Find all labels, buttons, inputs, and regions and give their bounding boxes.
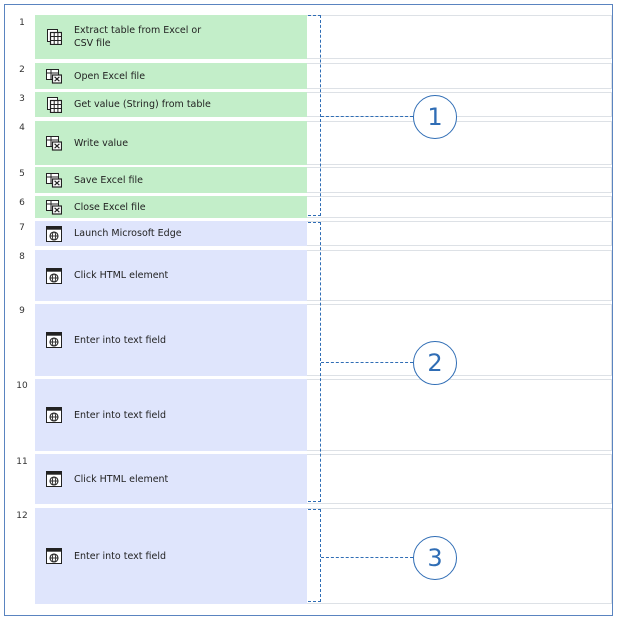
step-number: 9 xyxy=(19,306,25,316)
browser-window-icon xyxy=(46,471,62,487)
row-line xyxy=(307,92,612,117)
step-label: Launch Microsoft Edge xyxy=(74,228,182,239)
step-label: Click HTML element xyxy=(74,473,169,485)
step-write-value[interactable]: Write value xyxy=(35,121,307,165)
step-enter-into-text-field[interactable]: Enter into text field xyxy=(35,379,307,451)
step-click-html-element[interactable]: Click HTML element xyxy=(35,250,307,301)
step-number: 6 xyxy=(19,198,25,208)
step-open-excel-file[interactable]: Open Excel file xyxy=(35,63,307,89)
step-label: Save Excel file xyxy=(74,174,143,186)
row-line xyxy=(307,379,612,451)
step-number: 12 xyxy=(16,511,28,521)
step-number: 11 xyxy=(16,457,28,467)
excel-file-icon xyxy=(46,199,62,215)
step-number: 8 xyxy=(19,252,25,262)
row-line xyxy=(307,121,612,165)
excel-file-icon xyxy=(46,135,62,151)
step-close-excel-file[interactable]: Close Excel file xyxy=(35,196,307,218)
row-line xyxy=(307,221,612,246)
browser-window-icon xyxy=(46,332,62,348)
step-enter-into-text-field[interactable]: Enter into text field xyxy=(35,304,307,376)
step-number: 5 xyxy=(19,169,25,179)
step-label: Open Excel file xyxy=(74,70,146,82)
group-bracket xyxy=(308,222,321,502)
step-click-html-element[interactable]: Click HTML element xyxy=(35,454,307,504)
row-line xyxy=(307,167,612,193)
step-label: Enter into text field xyxy=(74,334,167,346)
excel-file-icon xyxy=(46,68,62,84)
group-badge: 2 xyxy=(413,341,457,385)
group-badge: 3 xyxy=(413,536,457,580)
step-label: Enter into text field xyxy=(74,409,167,421)
step-extract-table[interactable]: Extract table from Excel or CSV file xyxy=(35,15,307,59)
step-number: 7 xyxy=(19,223,25,233)
step-enter-into-text-field[interactable]: Enter into text field xyxy=(35,508,307,604)
browser-window-icon xyxy=(46,267,62,284)
row-line xyxy=(307,454,612,504)
step-number: 1 xyxy=(19,18,25,28)
group-bracket xyxy=(308,509,321,602)
step-launch-microsoft-edge[interactable]: Launch Microsoft Edge xyxy=(35,221,307,246)
row-line xyxy=(307,508,612,604)
step-number: 3 xyxy=(19,94,25,104)
group-leader-line xyxy=(321,116,413,117)
excel-table-icon xyxy=(46,96,62,113)
browser-window-icon xyxy=(46,407,62,423)
step-label: Write value xyxy=(74,137,129,149)
step-number: 4 xyxy=(19,123,25,133)
row-line xyxy=(307,63,612,89)
step-number: 10 xyxy=(16,381,28,391)
row-line xyxy=(307,304,612,376)
excel-file-icon xyxy=(46,172,62,188)
row-line xyxy=(307,250,612,301)
group-leader-line xyxy=(321,557,413,558)
step-label: Click HTML element xyxy=(74,270,169,281)
row-line xyxy=(307,196,612,218)
step-label: Enter into text field xyxy=(74,550,167,562)
step-label: Close Excel file xyxy=(74,201,146,213)
step-number: 2 xyxy=(19,65,25,75)
group-leader-line xyxy=(321,362,413,363)
step-label: Get value (String) from table xyxy=(74,99,211,110)
browser-icon xyxy=(46,225,62,242)
excel-table-icon xyxy=(46,29,62,45)
group-bracket xyxy=(308,15,321,216)
step-save-excel-file[interactable]: Save Excel file xyxy=(35,167,307,193)
group-badge: 1 xyxy=(413,95,457,139)
row-line xyxy=(307,15,612,59)
step-label: Extract table from Excel or CSV file xyxy=(74,25,202,49)
step-get-value-from-table[interactable]: Get value (String) from table xyxy=(35,92,307,117)
browser-window-icon xyxy=(46,548,62,564)
